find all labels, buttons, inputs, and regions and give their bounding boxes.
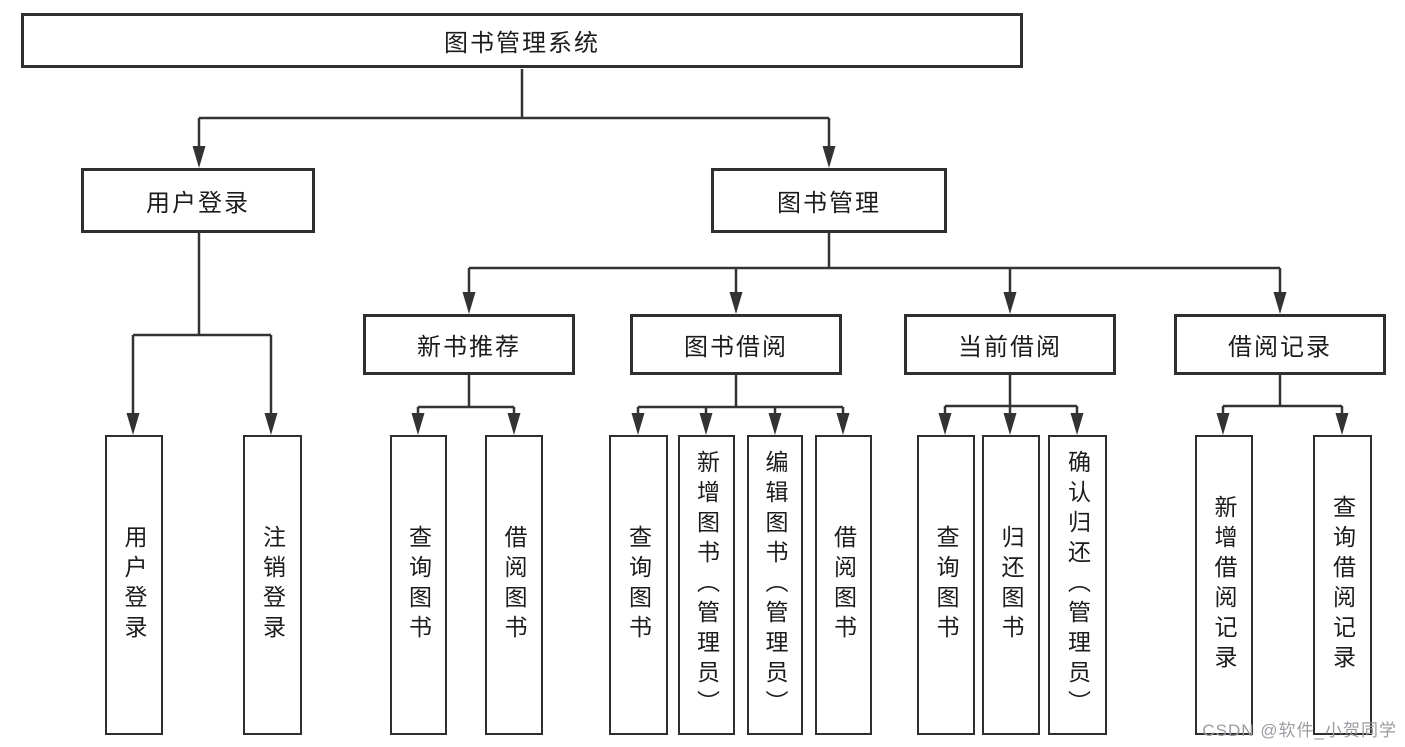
node-book-borrow: 图书借阅 — [630, 314, 842, 375]
leaf-query-books-recommend: 查询图书 — [390, 435, 447, 735]
leaf-borrow-books-recommend: 借阅图书 — [485, 435, 543, 735]
leaf-borrow-books: 借阅图书 — [815, 435, 872, 735]
leaf-user-login: 用户登录 — [105, 435, 163, 735]
node-new-book-recommend: 新书推荐 — [363, 314, 575, 375]
leaf-add-books-admin: 新增图书（管理员） — [678, 435, 735, 735]
node-book-management: 图书管理 — [711, 168, 947, 233]
arrowheads — [126, 146, 1349, 435]
leaf-confirm-return-admin: 确认归还（管理员） — [1048, 435, 1107, 735]
node-root: 图书管理系统 — [21, 13, 1023, 68]
leaf-return-books: 归还图书 — [982, 435, 1040, 735]
leaf-add-borrow-record: 新增借阅记录 — [1195, 435, 1253, 735]
watermark: CSDN @软件_小贺同学 — [1202, 721, 1397, 740]
node-borrow-records: 借阅记录 — [1174, 314, 1386, 375]
node-user-login: 用户登录 — [81, 168, 315, 233]
leaf-query-books-borrow: 查询图书 — [609, 435, 668, 735]
leaf-edit-books-admin: 编辑图书（管理员） — [747, 435, 803, 735]
leaf-query-borrow-record: 查询借阅记录 — [1313, 435, 1372, 735]
node-current-borrow: 当前借阅 — [904, 314, 1116, 375]
leaf-logout: 注销登录 — [243, 435, 302, 735]
leaf-query-books-current: 查询图书 — [917, 435, 975, 735]
